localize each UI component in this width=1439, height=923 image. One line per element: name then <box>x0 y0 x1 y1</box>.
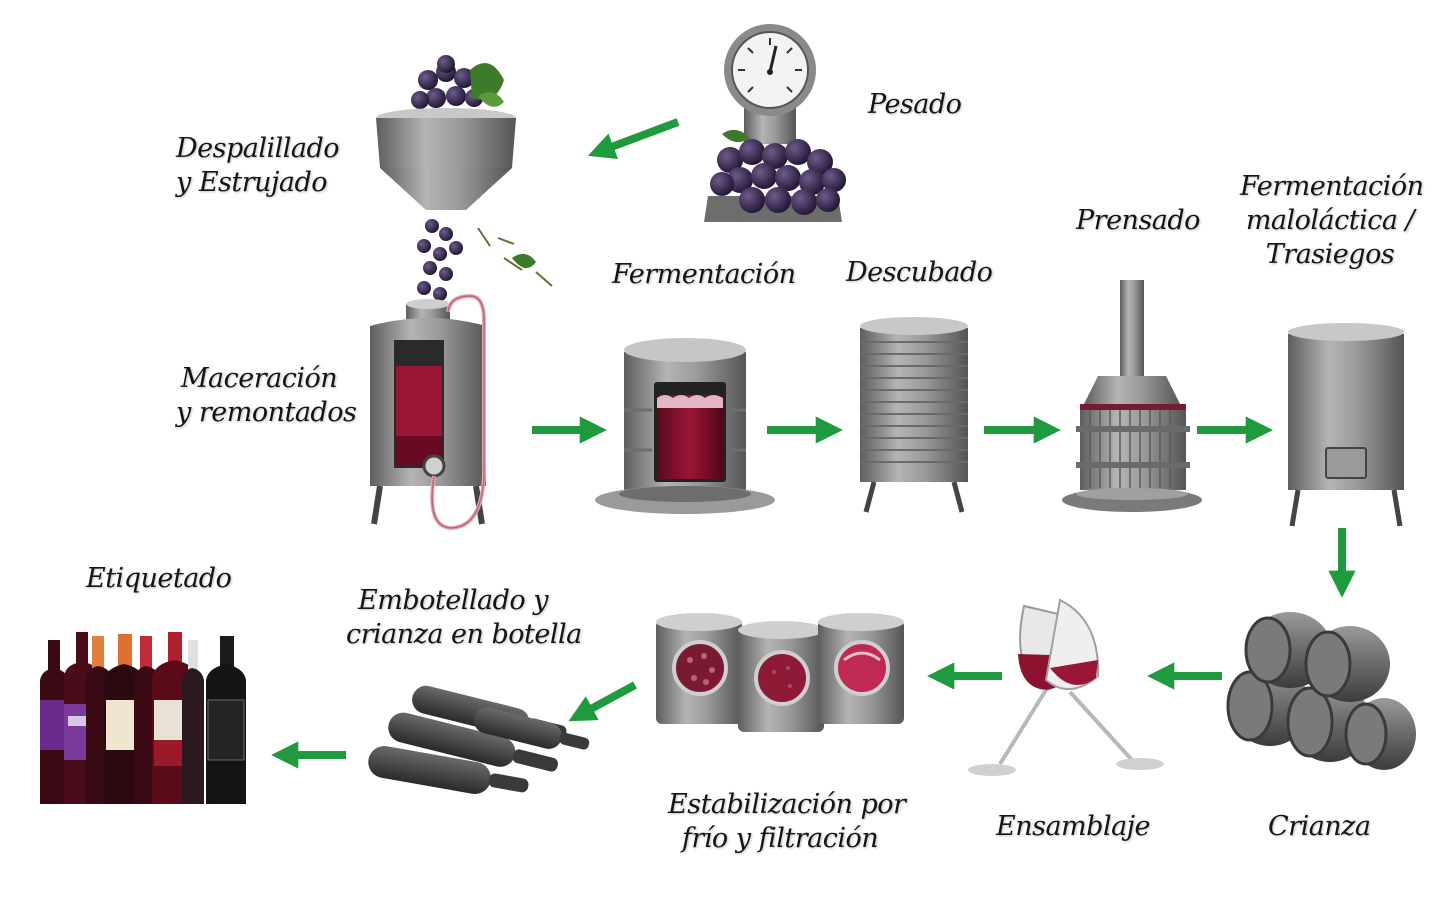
label-malolactica: Fermentación maloláctica / Trasiegos <box>1240 170 1424 271</box>
label-line: crianza en botella <box>346 618 582 650</box>
label-pesado: Pesado <box>868 89 962 120</box>
label-maceracion: Maceración y remontados <box>176 362 357 430</box>
label-estabilizacion: Estabilización por frío y filtración <box>668 788 906 856</box>
label-line: Fermentación <box>1240 171 1424 202</box>
bottle <box>40 640 68 804</box>
label-despalillado: Despalillado y Estrujado <box>176 132 340 200</box>
label-etiquetado: Etiquetado <box>86 563 232 594</box>
label-line: y remontados <box>176 396 357 428</box>
scale-icon <box>704 24 846 222</box>
bottle <box>206 636 246 804</box>
label-embotellado: Embotellado y crianza en botella <box>346 584 582 652</box>
fermentation-tank-icon <box>595 338 775 514</box>
bottles-lying-icon <box>368 685 590 795</box>
labeled-bottles-icon <box>40 632 246 804</box>
label-line: frío y filtración <box>681 822 879 854</box>
label-line: Embotellado y <box>358 585 548 616</box>
label-fermentacion: Fermentación <box>612 259 796 290</box>
arrow-pesado-to-despalillado <box>587 118 680 160</box>
maceration-tank-icon <box>370 293 487 531</box>
filtration-tanks-icon <box>656 613 904 732</box>
press-icon <box>1062 280 1202 512</box>
label-line: Trasiegos <box>1265 238 1395 270</box>
label-line: maloláctica / <box>1245 204 1415 236</box>
arrow-estabilizacion-to-embotellado <box>568 681 637 722</box>
malolactic-tank-icon <box>1288 323 1404 527</box>
label-line: Despalillado <box>176 133 340 164</box>
label-line: Maceración <box>180 363 338 394</box>
wine-glasses-icon <box>968 598 1164 776</box>
label-line: Estabilización por <box>668 789 906 820</box>
label-descubado: Descubado <box>846 257 993 288</box>
flow-arrows <box>271 118 1356 769</box>
label-crianza: Crianza <box>1268 811 1371 842</box>
label-prensado: Prensado <box>1076 205 1200 236</box>
label-line: y Estrujado <box>176 166 328 198</box>
descubado-tank-icon <box>860 317 968 513</box>
destemmer-icon <box>376 55 553 301</box>
bottle <box>182 640 204 804</box>
barrels-icon <box>1226 612 1416 770</box>
label-ensamblaje: Ensamblaje <box>996 811 1151 842</box>
